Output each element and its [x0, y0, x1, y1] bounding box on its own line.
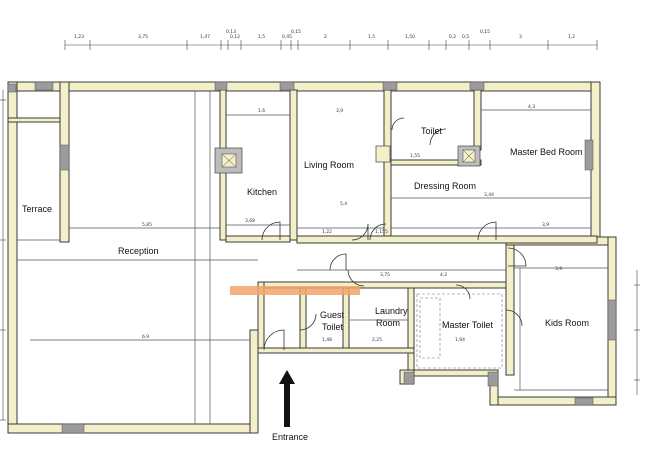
dim-laundry-0: 2,25 — [372, 337, 382, 343]
room-label-laundry-line2: Room — [376, 318, 400, 328]
windows — [7, 81, 617, 434]
dim-corridor-0: 3,75 — [380, 272, 390, 278]
room-label-terrace: Terrace — [22, 204, 52, 214]
dim-toilet-0: 1,55 — [410, 153, 420, 159]
room-label-master-bed-room: Master Bed Room — [510, 147, 583, 157]
dim-living-3: 1,155 — [375, 229, 388, 235]
dim-master-bed-2: 3,9 — [542, 222, 549, 228]
dim-top-4: 0,12 — [230, 34, 240, 40]
room-label-living-room: Living Room — [304, 160, 354, 170]
dim-living-1: 5,4 — [340, 201, 347, 207]
dim-top-0: 1,23 — [74, 34, 84, 40]
dim-top-5: 1,5 — [258, 34, 265, 40]
room-label-guest-toilet-line2: Toilet — [322, 322, 344, 332]
dim-top-14: 3 — [519, 34, 522, 40]
room-label-kids-room: Kids Room — [545, 318, 589, 328]
dim-top-12: 0,5 — [462, 34, 469, 40]
dim-top-11: 0,2 — [449, 34, 456, 40]
interior-thin-lines — [17, 91, 608, 424]
dim-top-2: 1,47 — [200, 34, 210, 40]
room-label-kitchen: Kitchen — [247, 187, 277, 197]
dim-master-bed-0: 4,3 — [528, 104, 535, 110]
dim-kitchen-1: 3,68 — [245, 218, 255, 224]
dim-top-10: 1,50 — [405, 34, 415, 40]
dim-guest-toilet-0: 1,48 — [322, 337, 332, 343]
master-toilet-fixtures — [416, 293, 503, 369]
room-label-dressing-room: Dressing Room — [414, 181, 476, 191]
highlight-band — [230, 286, 360, 295]
dim-living-0: 3,9 — [336, 108, 343, 114]
room-label-master-toilet: Master Toilet — [442, 320, 493, 330]
dim-top-13: 0,15 — [480, 29, 490, 35]
room-label-reception: Reception — [118, 246, 159, 256]
dim-top-6: 0,45 — [282, 34, 292, 40]
dim-reception-width: 6,9 — [142, 334, 149, 340]
dim-top-3: 0,13 — [226, 29, 236, 35]
inner-dimension-labels: 5,85 6,9 1,6 3,68 3,9 5,4 1,22 1,155 1,5… — [142, 104, 562, 343]
dim-master-toilet-0: 1,94 — [455, 337, 465, 343]
dim-kids-room-0: 3,9 — [555, 266, 562, 272]
room-label-guest-toilet-line1: Guest — [320, 310, 345, 320]
room-label-laundry-line1: Laundry — [375, 306, 408, 316]
top-dimension-chain: 1,23 3,75 1,47 0,13 0,12 1,5 0,45 0,15 2… — [64, 29, 598, 50]
dim-top-8: 2 — [324, 34, 327, 40]
dim-terrace-width: 5,85 — [142, 222, 152, 228]
dim-living-2: 1,22 — [322, 229, 332, 235]
room-labels: Terrace Reception Kitchen Living Room To… — [22, 126, 589, 332]
dim-top-9: 1,5 — [368, 34, 375, 40]
shaft-fixtures — [214, 145, 481, 174]
dim-corridor-1: 4,2 — [440, 272, 447, 278]
entrance-label: Entrance — [272, 432, 308, 442]
dim-top-15: 1,2 — [568, 34, 575, 40]
dim-master-bed-1: 3,44 — [484, 192, 494, 198]
exterior-walls — [7, 81, 617, 434]
side-dimension-lines — [0, 90, 640, 421]
dim-top-1: 3,75 — [138, 34, 148, 40]
dim-top-7: 0,15 — [291, 29, 301, 35]
room-label-toilet: Toilet — [421, 126, 443, 136]
dim-kitchen-0: 1,6 — [258, 108, 265, 114]
interior-walls — [219, 89, 598, 385]
door-swings — [261, 117, 527, 351]
entrance-arrow-icon — [279, 370, 295, 427]
